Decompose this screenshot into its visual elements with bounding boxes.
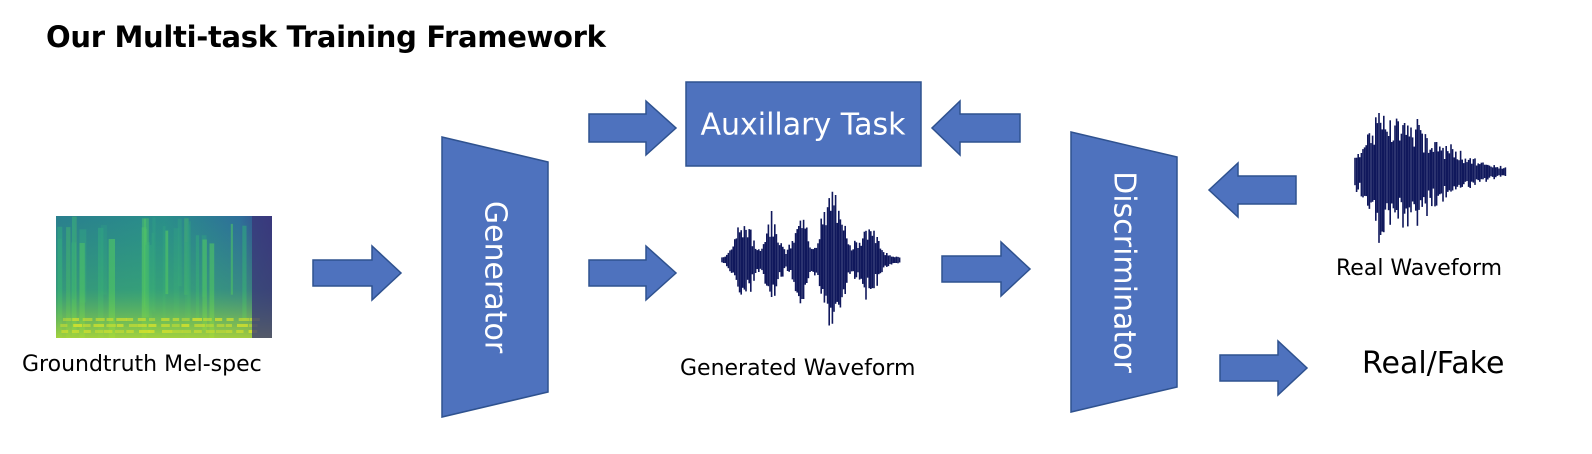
arrow-right-icon — [588, 244, 678, 302]
spectrogram-image — [56, 216, 272, 338]
generated-waveform-label: Generated Waveform — [680, 356, 916, 381]
arrow-left-icon — [930, 99, 1021, 157]
discriminator-block: Discriminator — [1070, 131, 1178, 413]
generated-waveform-icon — [721, 191, 901, 326]
arrow-left-icon — [1207, 161, 1297, 219]
real-waveform-label: Real Waveform — [1336, 256, 1503, 281]
generator-label: Generator — [478, 201, 513, 354]
arrow-right-icon — [312, 244, 403, 302]
discriminator-label: Discriminator — [1107, 171, 1142, 373]
mel-spec-label: Groundtruth Mel-spec — [22, 352, 262, 377]
page-title: Our Multi-task Training Framework — [46, 20, 606, 54]
real-waveform-icon — [1354, 113, 1507, 243]
arrow-right-icon — [1219, 339, 1309, 397]
arrow-right-icon — [588, 99, 678, 157]
auxiliary-task-block: Auxillary Task — [685, 81, 922, 167]
arrow-right-icon — [941, 240, 1032, 298]
real-fake-label: Real/Fake — [1362, 346, 1505, 381]
generator-block: Generator — [441, 136, 549, 418]
auxiliary-task-label: Auxillary Task — [700, 108, 906, 143]
